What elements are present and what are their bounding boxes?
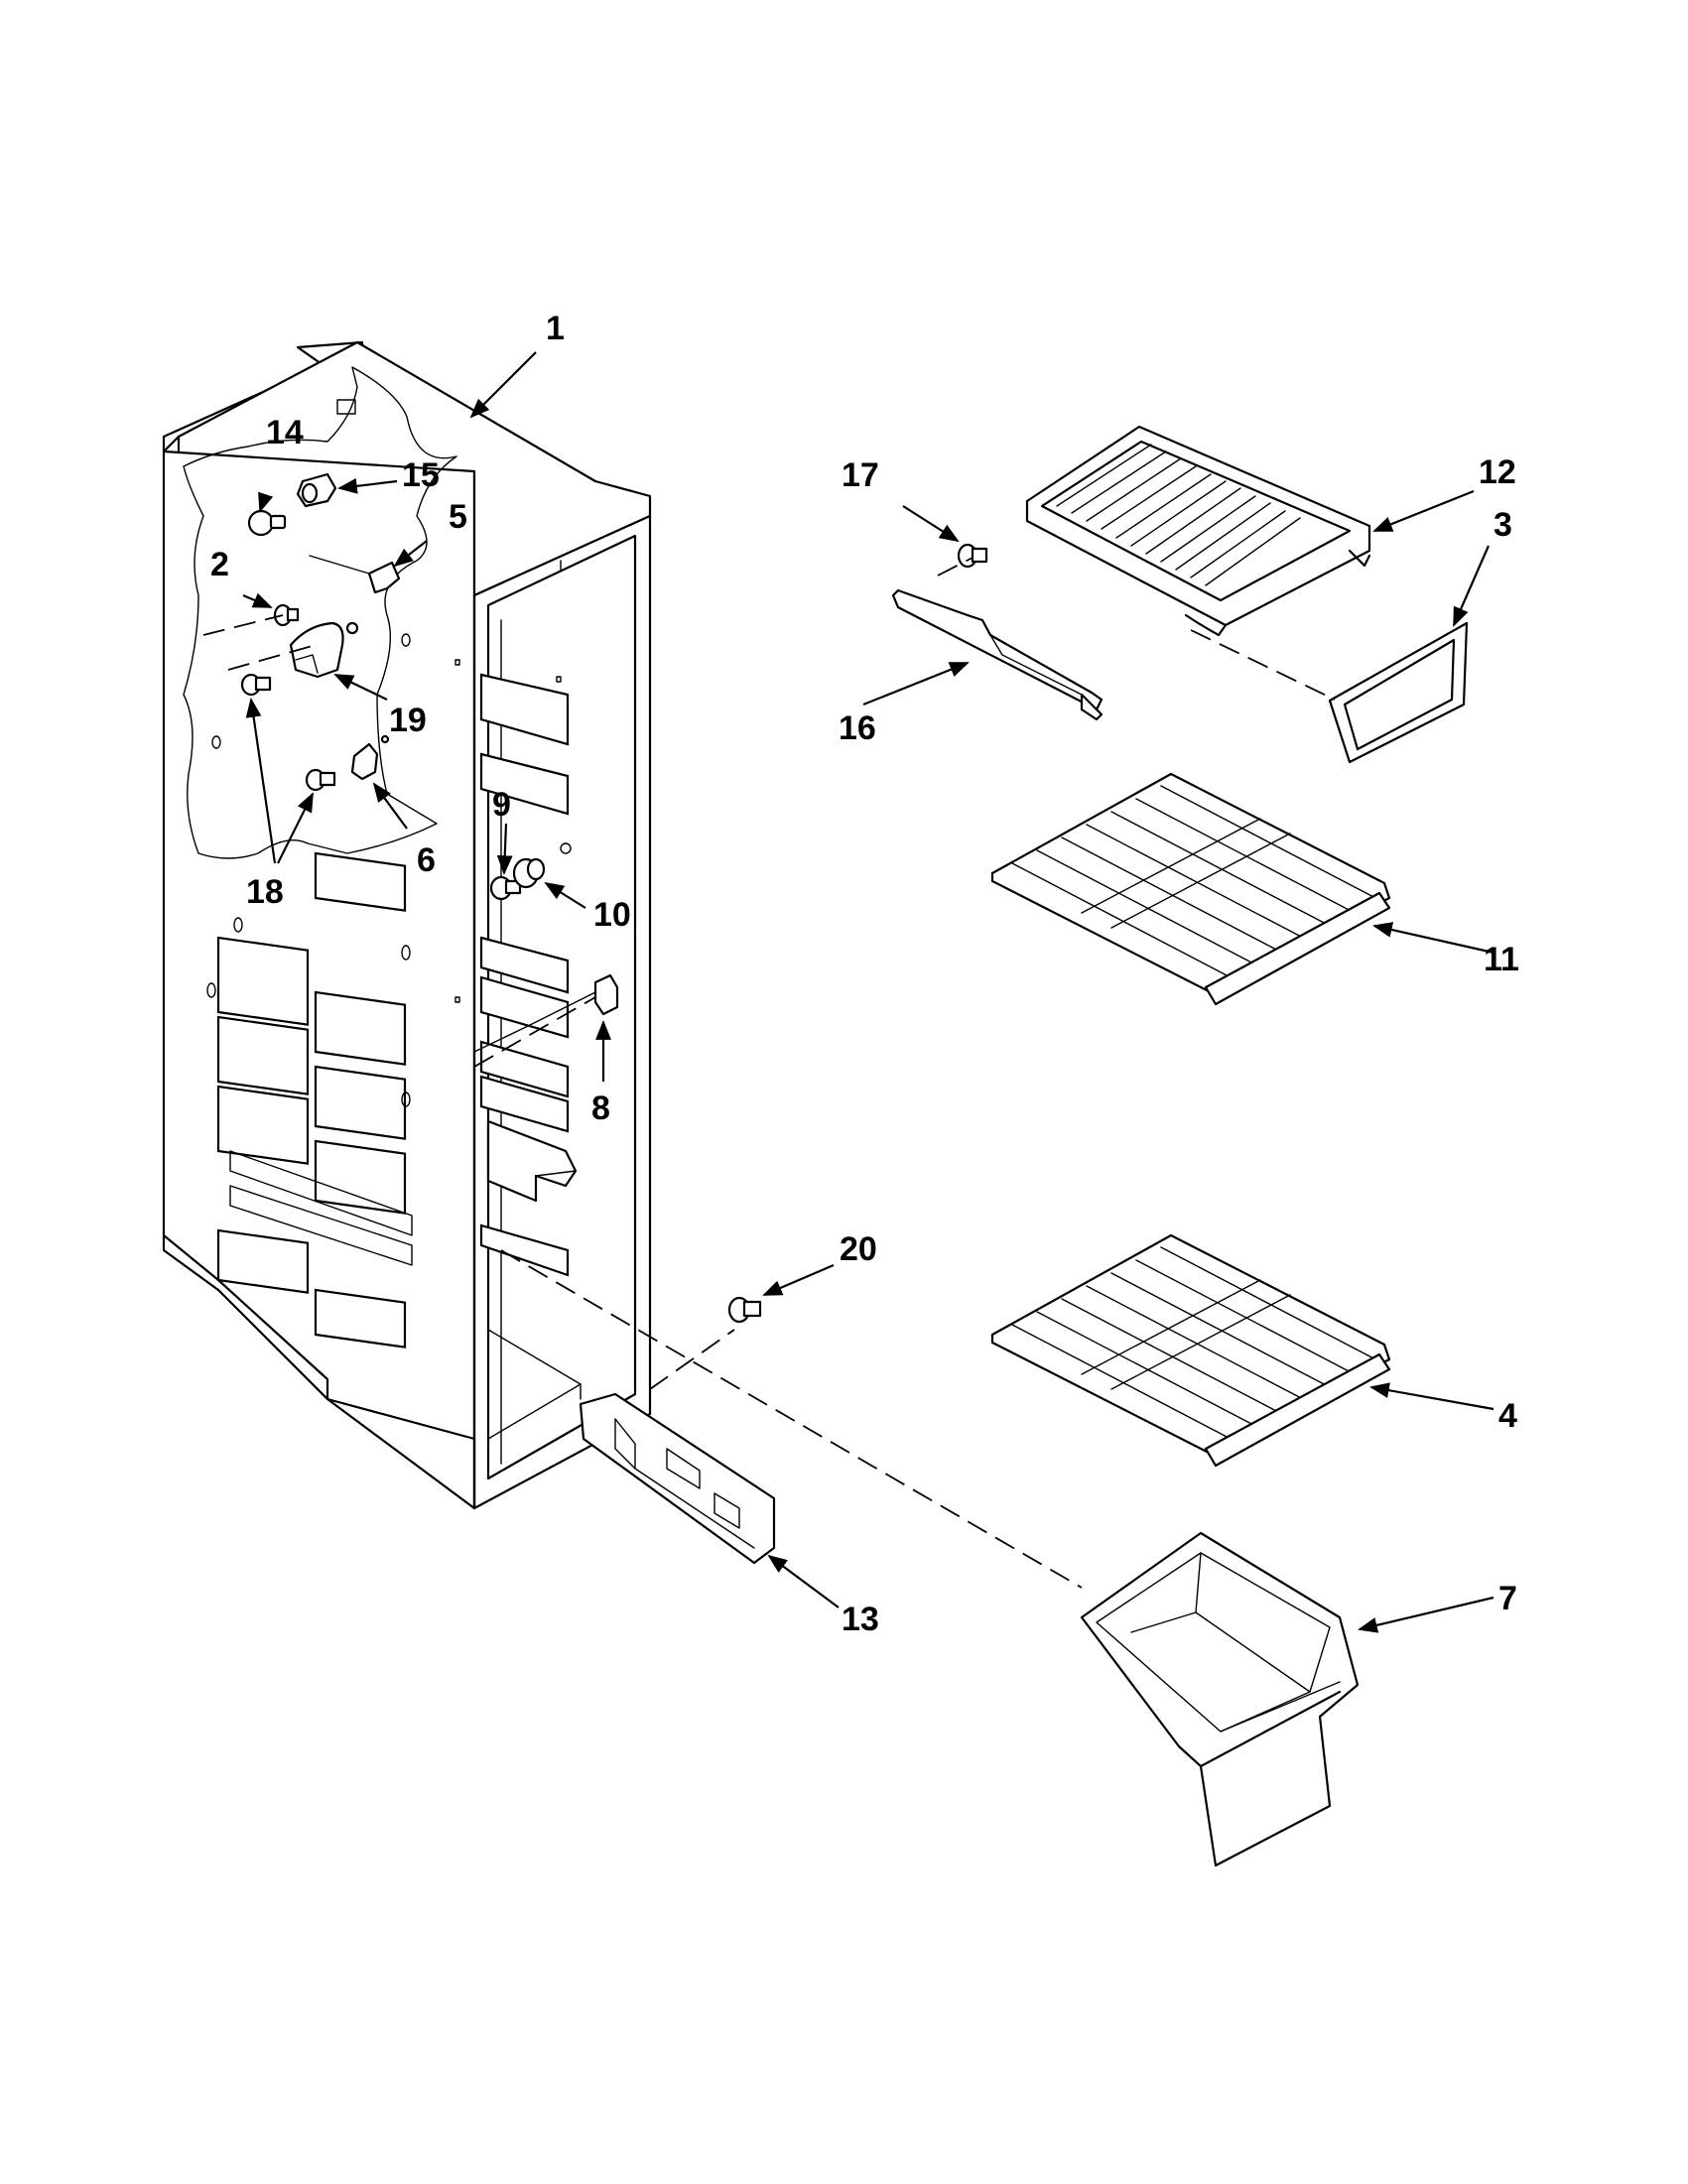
- part-screw-17: [957, 543, 988, 569]
- callout-3: 3: [1493, 506, 1512, 544]
- callout-9: 9: [492, 786, 511, 824]
- callout-13: 13: [842, 1601, 879, 1638]
- freezer-liner: [162, 340, 652, 1510]
- part-switch-8: [473, 973, 619, 1053]
- callout-16: 16: [839, 709, 876, 747]
- callout-20: 20: [840, 1230, 877, 1268]
- callout-10: 10: [593, 896, 631, 934]
- callout-15: 15: [402, 456, 440, 494]
- liner-holes: [206, 633, 411, 1107]
- part-light-socket: [296, 472, 337, 508]
- callout-18: 18: [246, 873, 284, 911]
- part-wire-shelf-11: [990, 772, 1391, 1006]
- part-bin-7: [1080, 1531, 1360, 1867]
- callout-14: 14: [266, 414, 304, 451]
- part-light-bulb: [247, 509, 287, 537]
- part-screw-18a: [240, 673, 272, 697]
- callout-19: 19: [389, 702, 427, 739]
- part-shelf-rail-16: [891, 588, 1104, 721]
- callout-11: 11: [1484, 941, 1519, 978]
- part-bracket-6: [350, 734, 390, 781]
- callout-leaders: [242, 351, 1494, 1633]
- part-wire-shelf-4: [990, 1233, 1391, 1468]
- callout-2: 2: [210, 546, 229, 583]
- part-clip-5: [309, 555, 401, 594]
- liner-interior-ledges: [454, 659, 578, 1277]
- part-housing-19: [289, 621, 359, 679]
- callout-8: 8: [591, 1090, 610, 1127]
- callout-17: 17: [842, 456, 879, 494]
- callout-7: 7: [1498, 1580, 1517, 1617]
- liner-side-panels: [216, 851, 413, 1349]
- part-switch-10: [512, 842, 572, 889]
- callout-labels: 1 2 3 4 5 6 7 8 9 10 11 12 13 14 15 16 1…: [210, 310, 1519, 1638]
- assembly-dashed-lines: [202, 557, 1336, 1589]
- callout-1: 1: [546, 310, 565, 347]
- part-screw-20: [727, 1296, 762, 1324]
- callout-12: 12: [1479, 453, 1516, 491]
- callout-6: 6: [417, 841, 436, 879]
- part-housing-13: [579, 1392, 776, 1565]
- part-screw-18b: [305, 768, 336, 792]
- part-trim-3: [1328, 621, 1469, 764]
- part-slide-shelf-12: [1025, 425, 1371, 637]
- callout-4: 4: [1498, 1397, 1517, 1435]
- part-screw-9: [489, 875, 522, 901]
- callout-5: 5: [449, 498, 467, 536]
